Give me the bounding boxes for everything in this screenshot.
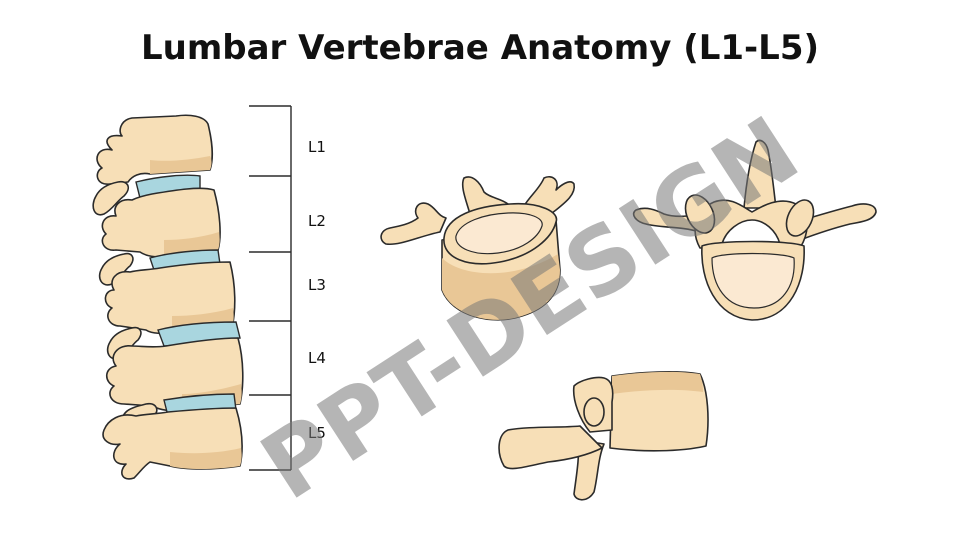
vertebra-l2 bbox=[98, 187, 221, 286]
vertebra-isometric-view bbox=[380, 175, 576, 321]
vertebra-lateral-view bbox=[498, 371, 709, 501]
vertebra-l1 bbox=[92, 114, 213, 216]
level-label-l2: L2 bbox=[308, 212, 326, 230]
anatomy-illustration: .bone { fill: #f7dfb7; stroke: #2b2b2b; … bbox=[92, 105, 877, 501]
lumbar-spine-column bbox=[92, 114, 244, 480]
level-label-l3: L3 bbox=[308, 276, 326, 294]
vertebra-superior-view bbox=[632, 139, 877, 321]
page-title: Lumbar Vertebrae Anatomy (L1-L5) bbox=[140, 28, 820, 68]
level-bracket bbox=[249, 105, 292, 471]
level-label-l1: L1 bbox=[308, 138, 326, 156]
level-label-l4: L4 bbox=[308, 349, 326, 367]
vertebra-l5 bbox=[102, 407, 243, 480]
level-label-l5: L5 bbox=[308, 424, 326, 442]
